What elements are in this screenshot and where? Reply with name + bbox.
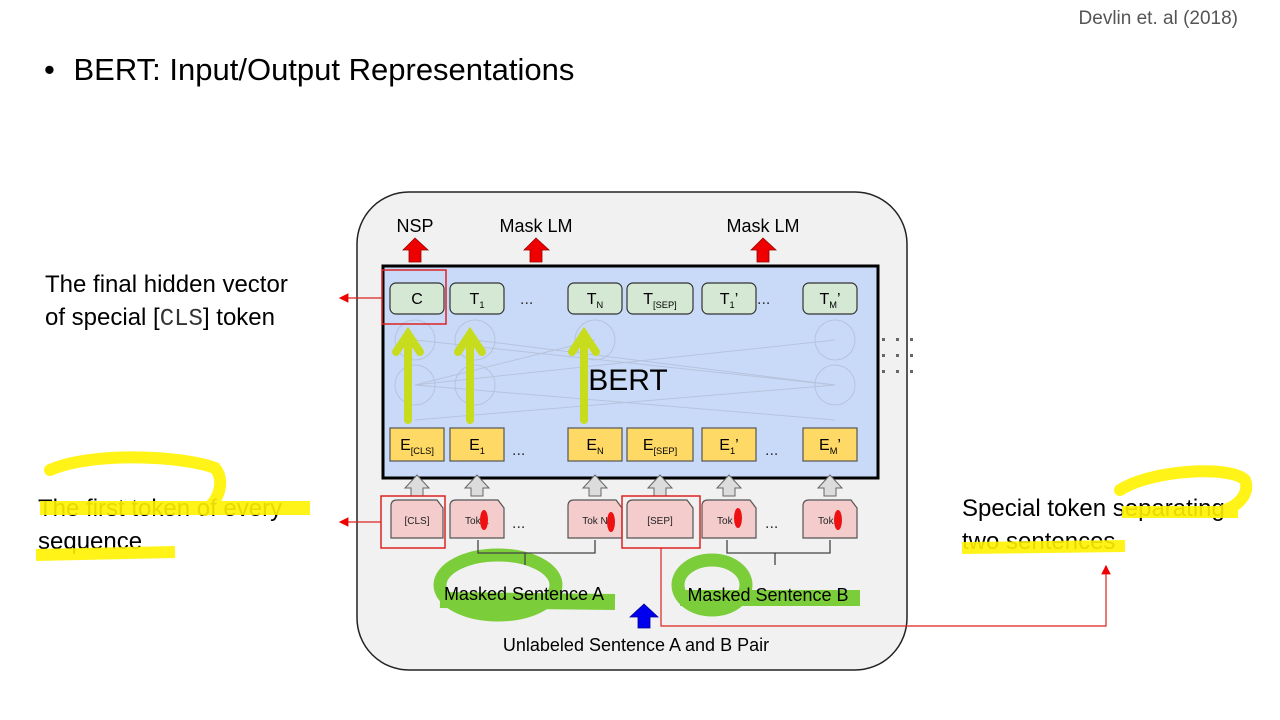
input-token-label: Tok 1 — [465, 516, 489, 527]
input-token-label: [SEP] — [647, 516, 673, 527]
highlighter-marks — [35, 451, 1253, 561]
token-label: E[CLS] — [400, 437, 434, 456]
gray-up-arrow — [646, 474, 674, 497]
output-token-box — [626, 282, 694, 315]
embedding-box — [802, 427, 858, 462]
ellipsis: ... — [520, 291, 533, 308]
mask-lm-label: Mask LM — [726, 216, 799, 236]
sentence-a-label: Masked Sentence A — [444, 584, 604, 604]
embedding-box — [389, 427, 445, 462]
annotation-line: The final hidden vector — [45, 271, 288, 298]
input-token-label: [CLS] — [404, 516, 429, 527]
cls-output-highlight-box — [381, 269, 447, 325]
red-marker-blob — [834, 510, 842, 530]
input-token-box — [626, 499, 694, 539]
red-marker-blob — [734, 508, 742, 528]
ellipsis: ... — [512, 442, 525, 459]
token-label: EN — [586, 437, 603, 456]
gray-up-arrow — [816, 474, 844, 497]
cls-mono-text: CLS — [159, 306, 203, 333]
red-marker-blob — [607, 512, 615, 532]
output-token-box — [802, 282, 858, 315]
nsp-label: NSP — [396, 216, 433, 236]
input-token-box — [701, 499, 757, 539]
embedding-box — [626, 427, 694, 462]
input-token-label: TokM — [818, 516, 842, 527]
ellipsis: ... — [512, 515, 525, 532]
red-marker-blob — [480, 510, 488, 530]
embedding-box — [449, 427, 505, 462]
input-token-row: [CLS] Tok 1 Tok N [SEP] Tok 1 TokM — [390, 499, 858, 539]
output-token-box — [701, 282, 757, 315]
output-token-box — [567, 282, 623, 315]
token-label: E[SEP] — [643, 437, 677, 456]
bert-label: BERT — [588, 364, 667, 397]
output-arrows — [402, 237, 778, 263]
gray-up-arrow — [403, 474, 431, 497]
hand-drawn-arrows — [392, 326, 600, 424]
gray-up-arrow — [581, 474, 609, 497]
output-token-row: C T1 TN T[SEP] T1’ TM’ — [389, 282, 858, 315]
ellipses: ... ... ... ... ... ... — [512, 291, 778, 532]
input-token-label: Tok N — [582, 516, 608, 527]
embedding-box — [567, 427, 623, 462]
gray-up-arrow — [715, 474, 743, 497]
arrow-to-separator-annotation — [660, 548, 1111, 627]
blue-arrow — [628, 603, 660, 629]
token-label: C — [411, 291, 423, 308]
annotation-text: of special [ — [45, 304, 160, 331]
input-token-label: Tok 1 — [717, 516, 741, 527]
bullet: • — [44, 52, 55, 87]
input-token-box — [449, 499, 505, 539]
token-label: E1 — [469, 437, 485, 456]
sentence-b-label: Masked Sentence B — [687, 585, 848, 605]
token-label: E1’ — [719, 437, 738, 456]
input-arrows — [403, 474, 844, 497]
output-token-box — [389, 282, 445, 315]
token-label: TM’ — [819, 291, 840, 310]
dotted-decoration — [882, 338, 913, 373]
sentence-brackets — [477, 540, 831, 565]
title-text: BERT: Input/Output Representations — [73, 52, 575, 87]
slide-title: • BERT: Input/Output Representations — [44, 52, 574, 88]
ellipsis: ... — [765, 515, 778, 532]
annotation-cls-output: The final hidden vector of special [CLS]… — [45, 268, 288, 336]
ellipsis: ... — [765, 442, 778, 459]
embedding-row: E[CLS] E1 EN E[SEP] E1’ EM’ — [389, 427, 858, 462]
token-label: EM’ — [819, 437, 841, 456]
token-label: T1’ — [720, 291, 739, 310]
ellipsis: ... — [757, 291, 770, 308]
annotation-line: of special [CLS] token — [45, 301, 288, 336]
token-label: T[SEP] — [643, 291, 676, 310]
annotation-text: ] token — [202, 304, 275, 331]
embedding-box — [701, 427, 757, 462]
citation: Devlin et. al (2018) — [1078, 8, 1238, 29]
mask-lm-label: Mask LM — [499, 216, 572, 236]
pair-label: Unlabeled Sentence A and B Pair — [503, 635, 769, 655]
token-label: T1 — [470, 291, 485, 310]
network-lines — [394, 319, 856, 421]
input-token-box — [390, 499, 444, 539]
gray-up-arrow — [463, 474, 491, 497]
input-token-box — [802, 499, 858, 539]
token-label: TN — [587, 291, 603, 310]
green-highlights — [433, 548, 860, 622]
output-token-box — [449, 282, 505, 315]
